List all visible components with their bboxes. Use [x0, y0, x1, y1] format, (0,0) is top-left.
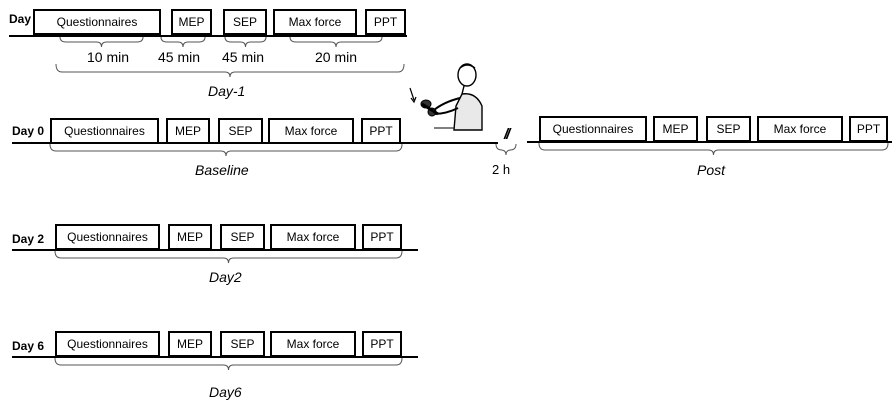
box-max-force-day-6: Max force	[270, 331, 356, 357]
duration-sep: 45 min	[222, 49, 265, 65]
box-ppt-day-0: PPT	[361, 118, 401, 144]
box-max-force-day-2: Max force	[270, 224, 356, 250]
box-max-force-post: Max force	[757, 116, 843, 142]
box-mep-day-2: MEP	[168, 224, 212, 250]
box-questionnaires-day-minus-1: Questionnaires	[33, 9, 161, 35]
caption-baseline: Baseline	[195, 162, 249, 178]
box-ppt-day-minus-1: PPT	[365, 9, 406, 35]
timeline-post	[527, 141, 892, 143]
caption-post: Post	[697, 162, 726, 178]
bracket-baseline	[49, 143, 403, 157]
box-sep-day-2: SEP	[220, 224, 265, 250]
caption-day-minus-1: Day-1	[208, 83, 246, 99]
box-questionnaires-day-2: Questionnaires	[55, 224, 160, 250]
bracket-day-minus-1	[55, 63, 405, 78]
box-max-force-day-minus-1: Max force	[273, 9, 357, 35]
timeline-day-2	[12, 249, 418, 251]
bracket-interval	[495, 143, 517, 156]
timeline-day-6	[12, 356, 418, 358]
box-mep-day-minus-1: MEP	[171, 9, 212, 35]
row-label-day-0: Day 0	[12, 124, 45, 138]
box-ppt-post: PPT	[849, 116, 888, 142]
box-sep-day-minus-1: SEP	[223, 9, 267, 35]
box-mep-day-0: MEP	[166, 118, 210, 144]
duration-max-force-ppt: 20 min	[315, 49, 358, 65]
bracket-duration-mep	[160, 36, 206, 48]
caption-day2: Day2	[209, 269, 242, 285]
bracket-duration-max-force-ppt	[289, 36, 383, 48]
bracket-duration-sep	[224, 36, 267, 48]
bracket-day2	[54, 250, 403, 264]
box-ppt-day-6: PPT	[362, 331, 402, 357]
duration-questionnaires: 10 min	[87, 49, 130, 65]
person-exercise-icon	[409, 63, 483, 131]
row-label-day-6: Day 6	[12, 339, 45, 353]
bracket-day6	[54, 357, 403, 371]
box-ppt-day-2: PPT	[362, 224, 402, 250]
box-sep-day-6: SEP	[220, 331, 265, 357]
bracket-post	[538, 142, 889, 156]
interval-label: 2 h	[492, 162, 511, 177]
caption-day6: Day6	[209, 384, 242, 400]
box-sep-day-0: SEP	[218, 118, 263, 144]
duration-mep: 45 min	[158, 49, 201, 65]
box-mep-day-6: MEP	[168, 331, 212, 357]
box-questionnaires-day-6: Questionnaires	[55, 331, 160, 357]
box-questionnaires-day-0: Questionnaires	[50, 118, 159, 144]
time-break-mark: //	[504, 126, 511, 143]
box-sep-post: SEP	[706, 116, 751, 142]
box-max-force-day-0: Max force	[268, 118, 354, 144]
box-questionnaires-post: Questionnaires	[539, 116, 647, 142]
box-mep-post: MEP	[653, 116, 698, 142]
row-label-day-2: Day 2	[12, 232, 45, 246]
bracket-duration-questionnaires	[59, 36, 144, 48]
timeline-day-minus-1	[9, 35, 407, 37]
